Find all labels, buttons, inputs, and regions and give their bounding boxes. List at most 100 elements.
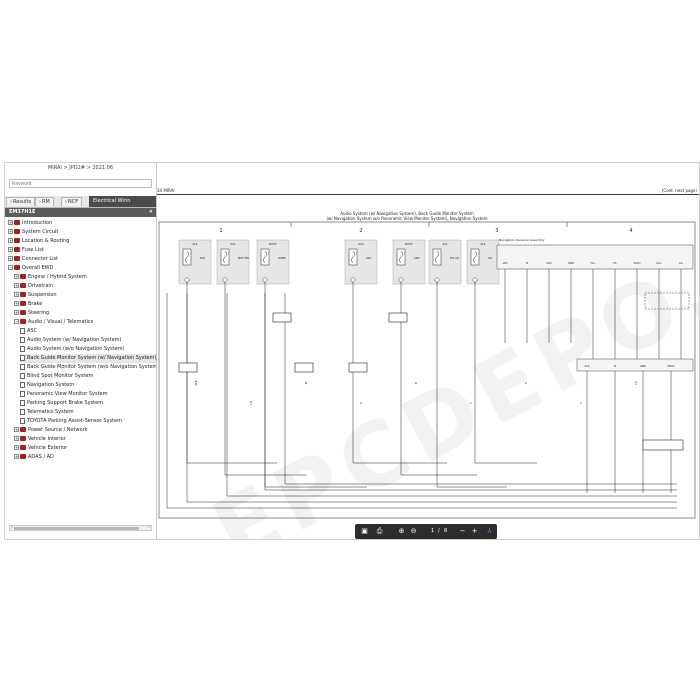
connector-pin [398, 277, 404, 283]
expand-icon[interactable]: + [8, 256, 13, 261]
tree-item[interactable]: − Audio / Visual / Telematics [14, 318, 156, 327]
zoom-in-icon[interactable]: + [471, 527, 478, 535]
section-number: 3 [495, 228, 498, 234]
tab-results[interactable]: ›Results [6, 197, 36, 206]
connector-pin [222, 277, 228, 283]
expand-icon[interactable]: + [8, 220, 13, 225]
tree-item-label: Back Guide Monitor System (w/ Navigation… [27, 355, 157, 361]
book-icon [20, 292, 26, 297]
tree-item-label: Connector List [22, 256, 59, 262]
tree-item-label: Fuse List [22, 247, 44, 253]
pin-label: B [526, 261, 528, 265]
search-input[interactable] [9, 179, 152, 188]
tree-item[interactable]: +Engine / Hybrid System [14, 273, 156, 282]
page-total: 8 [444, 528, 448, 534]
expand-icon[interactable]: + [14, 310, 19, 315]
book-icon [14, 238, 20, 243]
tree-item[interactable]: TOYOTA Parking Assist-Sensor System [20, 417, 156, 426]
tab-rm[interactable]: ›RM [35, 197, 54, 206]
tree-item-label: Audio / Visual / Telematics [28, 319, 94, 325]
page-up-icon[interactable]: ⊕ [398, 527, 405, 535]
tree-item[interactable]: Telematics System [20, 408, 156, 417]
tree-item[interactable]: −Overall EWD [8, 264, 156, 273]
tree-item-label: Power Source / Network [28, 427, 88, 433]
acrobat-icon[interactable]: ⅄ [487, 527, 492, 535]
tree-item[interactable]: + System Circuit [8, 228, 156, 237]
tree-item[interactable]: + Location & Routing [8, 237, 156, 246]
tab-ncf[interactable]: ›NCF [61, 197, 83, 206]
shield-box [644, 292, 690, 310]
document-page-icon [20, 345, 25, 352]
tree-item[interactable]: + Connector List [8, 255, 156, 264]
tree-item[interactable]: Blind Spot Monitor System [20, 372, 156, 381]
tree-item[interactable]: +Steering [14, 309, 156, 318]
print-icon[interactable]: ⎙ [376, 527, 383, 535]
fuse-source-label: BATT [269, 242, 277, 246]
tree-item[interactable]: Back Guide Monitor System (w/o Navigatio… [20, 363, 156, 372]
expand-icon[interactable]: + [14, 436, 19, 441]
save-icon[interactable]: ▣ [361, 527, 368, 535]
tree-item[interactable]: + Power Source / Network [14, 426, 156, 435]
fuse-name: IG1 [488, 256, 493, 260]
expand-icon[interactable]: + [14, 292, 19, 297]
expand-icon[interactable]: + [14, 427, 19, 432]
tree-item-label: System Circuit [22, 229, 59, 235]
diagram-view[interactable]: 34 MIRAI (Cont. next page) Audio System … [157, 163, 699, 539]
navigation-receiver-bottom [576, 358, 694, 372]
expand-icon[interactable]: + [8, 247, 13, 252]
tree-item[interactable]: Audio System (w/o Navigation System) [20, 345, 156, 354]
diagram-title: Audio System (w/ Navigation System), Bac… [326, 211, 488, 221]
fuse-name: ACC [366, 256, 372, 260]
tree-item-label: Location & Routing [22, 238, 70, 244]
collapse-icon[interactable]: − [8, 265, 13, 270]
scroll-left-icon[interactable]: ‹ [11, 524, 13, 530]
tree-item[interactable]: Audio System (w/ Navigation System) [20, 336, 156, 345]
page-down-icon[interactable]: ⊖ [410, 527, 417, 535]
tree-item-selected[interactable]: Back Guide Monitor System (w/ Navigation… [20, 354, 156, 363]
expand-icon[interactable]: + [14, 454, 19, 459]
pin-label: +B1 [502, 261, 508, 265]
junction-connector [388, 312, 408, 323]
tree-item-label: Telematics System [27, 409, 74, 415]
open-book-icon [14, 265, 20, 270]
tree-item[interactable]: + Drivetrain [14, 282, 156, 291]
scrollbar-thumb[interactable] [14, 527, 139, 530]
fuse-source-label: BATT [405, 242, 413, 246]
collapse-icon[interactable]: − [14, 319, 19, 324]
tree-item-label: Parking Support Brake System [27, 400, 104, 406]
tree-item[interactable]: + Brake [14, 300, 156, 309]
tree-item[interactable]: Parking Support Brake System [20, 399, 156, 408]
zoom-out-icon[interactable]: − [459, 527, 466, 535]
expand-icon[interactable]: + [14, 301, 19, 306]
tree-item-label: Drivetrain [28, 283, 53, 289]
tree-item[interactable]: +Suspension [14, 291, 156, 300]
tree-item[interactable]: Navigation System [20, 381, 156, 390]
expand-icon[interactable]: + [14, 445, 19, 450]
tree-item[interactable]: +Vehicle Interior [14, 435, 156, 444]
tree-item[interactable]: +Vehicle Exterior [14, 444, 156, 453]
tree-item-label: Panoramic View Monitor System [27, 391, 108, 397]
book-icon [20, 454, 26, 459]
tree-item[interactable]: +ADAS / AD [14, 453, 156, 462]
open-book-icon [20, 319, 26, 324]
tree-item[interactable]: +Introduction [8, 219, 156, 228]
tab-electrical-wiring[interactable]: Electrical Wirin [89, 196, 156, 207]
expand-icon[interactable]: + [14, 283, 19, 288]
pin-label: ACC [546, 261, 552, 265]
close-icon[interactable]: × [148, 209, 153, 215]
connector-pin [184, 277, 190, 283]
expand-icon[interactable]: + [14, 274, 19, 279]
horizontal-scrollbar[interactable]: ‹ › [9, 524, 152, 531]
panel-title: EM37H1E × [5, 208, 156, 217]
page-current[interactable]: 1 [431, 528, 435, 534]
tree-item[interactable]: ASC [20, 327, 156, 336]
expand-icon[interactable]: + [8, 229, 13, 234]
document-page-icon [20, 354, 25, 361]
tree-item-label: Brake [28, 301, 43, 307]
navigation-receiver-top [496, 244, 694, 270]
tree-item[interactable]: Panoramic View Monitor System [20, 390, 156, 399]
scroll-right-icon[interactable]: › [148, 524, 150, 530]
wire-color-label: W-B [194, 380, 198, 385]
expand-icon[interactable]: + [8, 238, 13, 243]
tree-item[interactable]: + Fuse List [8, 246, 156, 255]
